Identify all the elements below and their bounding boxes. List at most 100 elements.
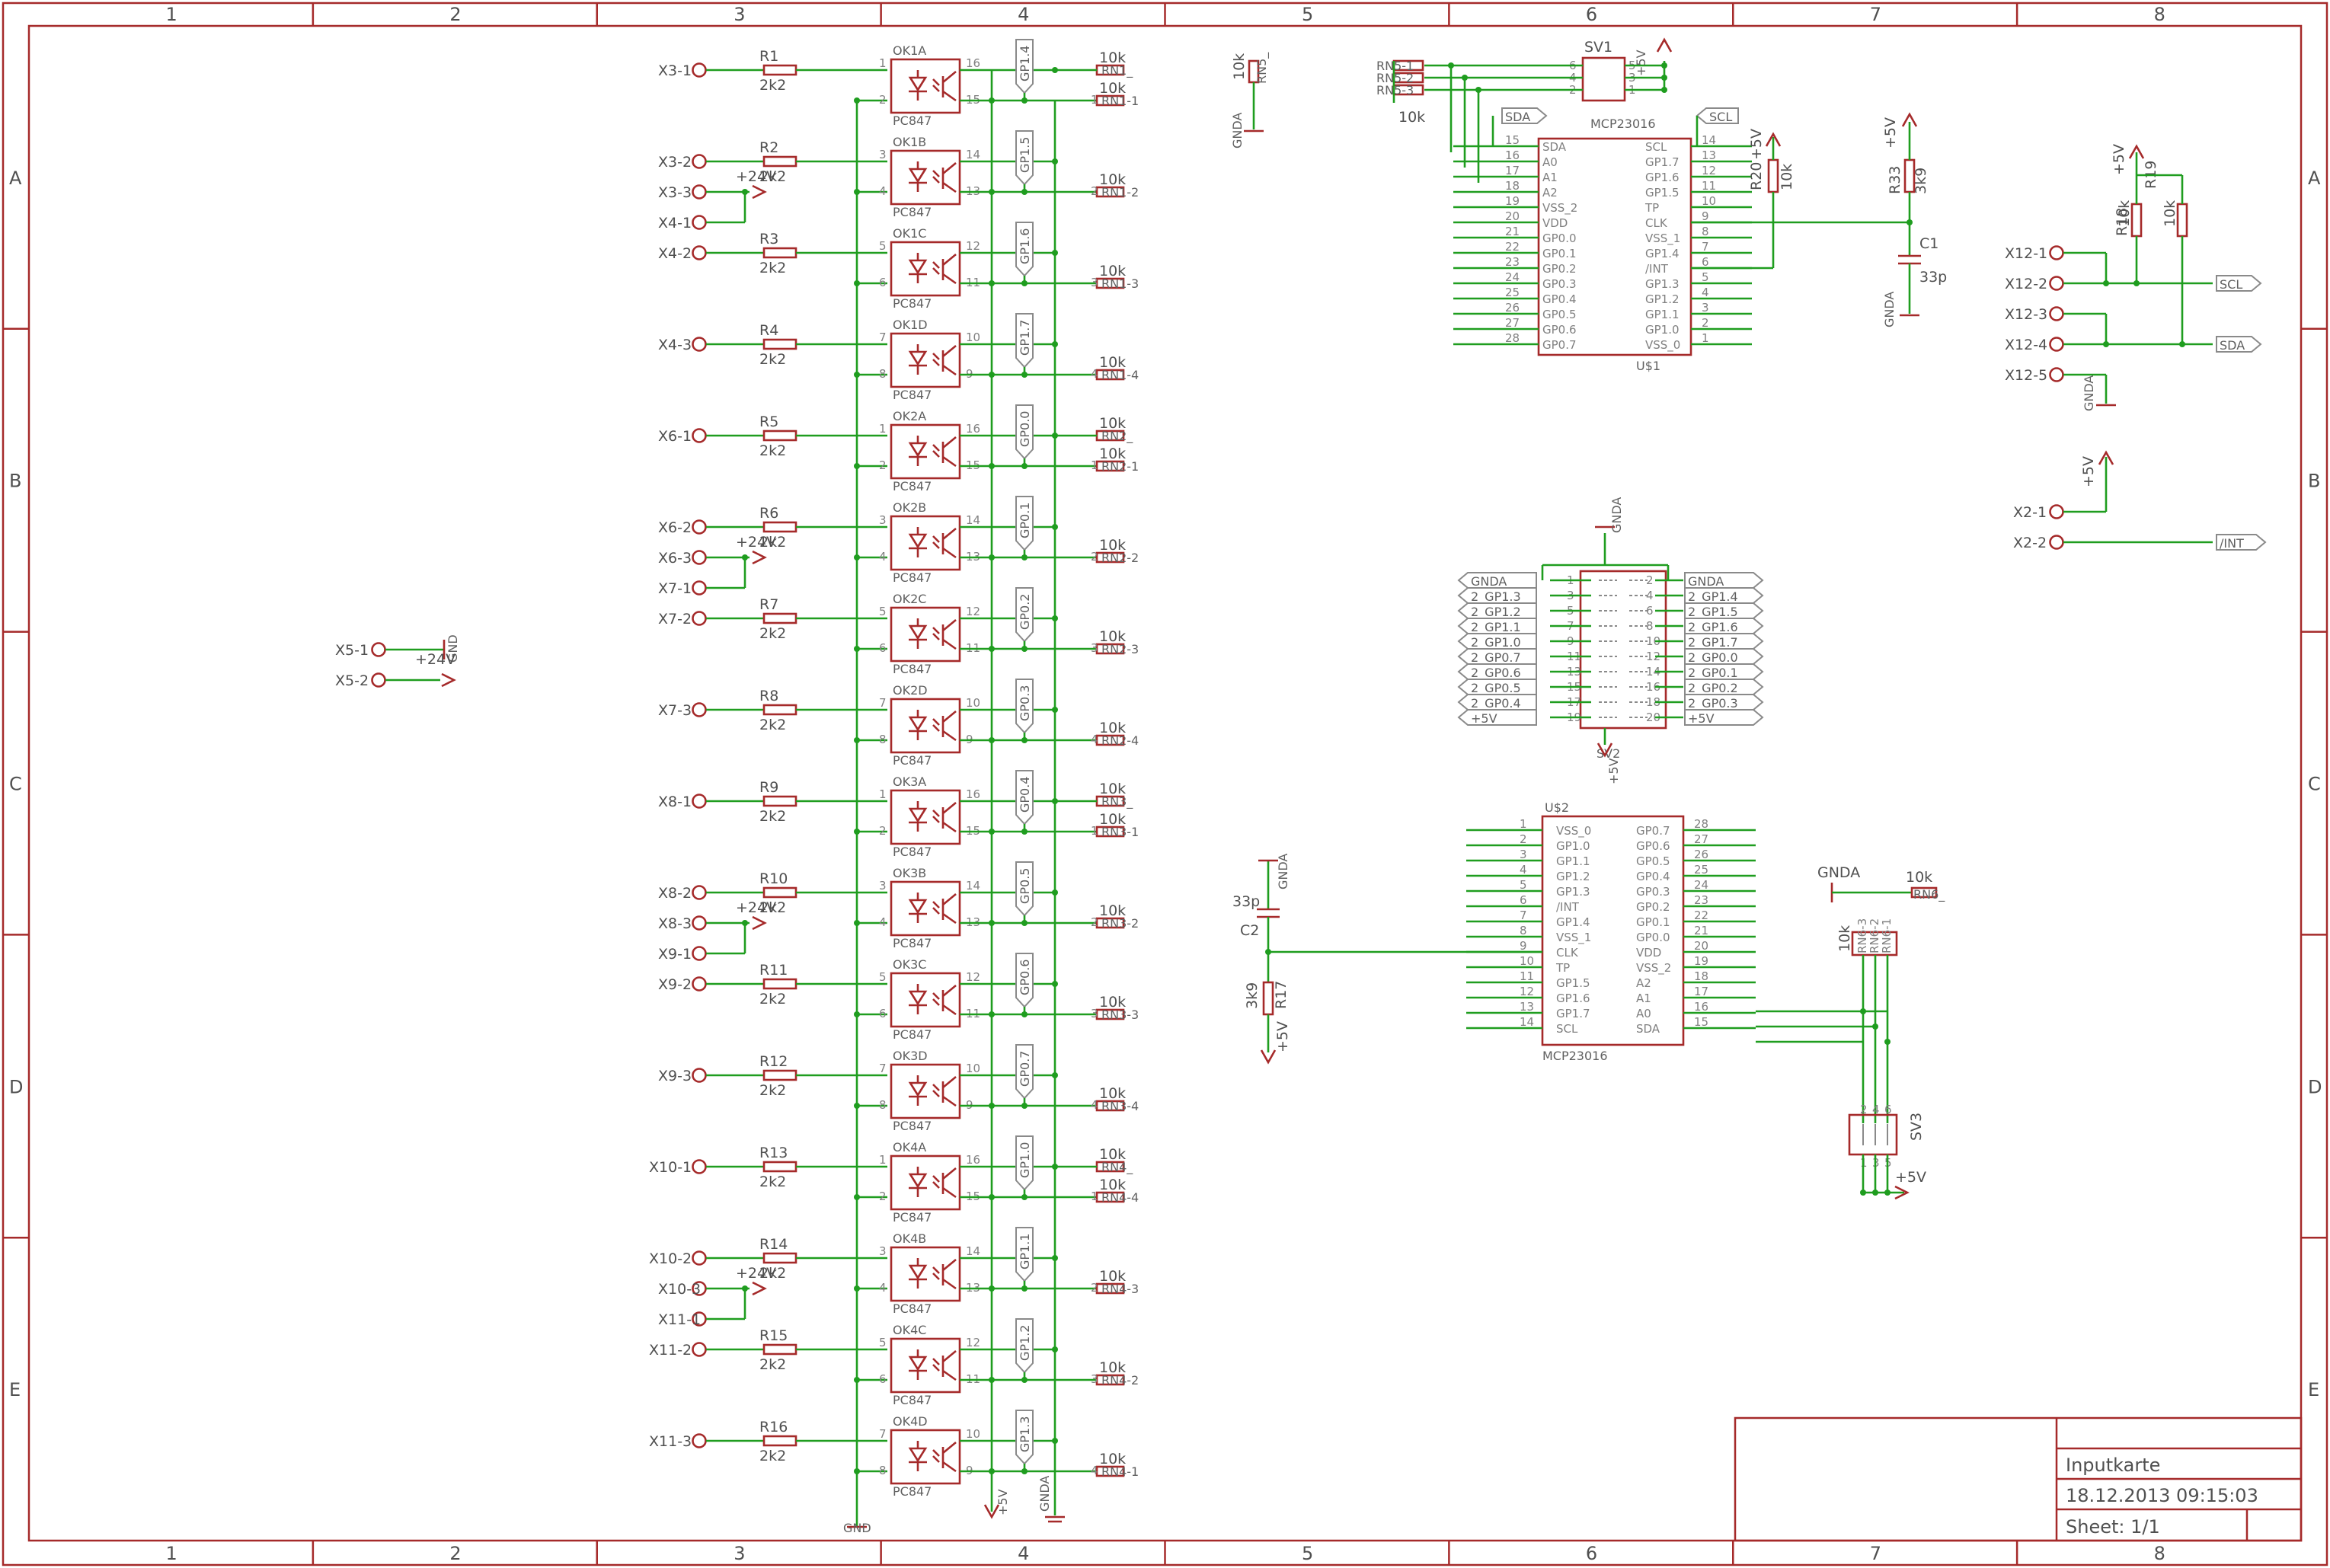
- pin-number: 5: [879, 605, 887, 618]
- rn-value: 10k: [1099, 1359, 1126, 1376]
- pin-number: 1: [1091, 93, 1098, 107]
- phototransistor-emitter: [942, 638, 957, 650]
- optocoupler-type: PC847: [893, 1484, 932, 1499]
- rn-value: 10k: [1231, 53, 1248, 80]
- title-text: Inputkarte: [2066, 1455, 2160, 1476]
- optocoupler-ref: OK3D: [893, 1049, 928, 1063]
- net-flag-label: 2_GP0.4: [1471, 696, 1521, 711]
- pin-number: 12: [966, 1336, 980, 1349]
- terminal-label: X9-2: [658, 976, 692, 993]
- zone-column-label: 8: [2154, 1543, 2165, 1564]
- terminal-label: X8-1: [658, 794, 692, 810]
- terminal-pad: [692, 1068, 707, 1083]
- pin-number: 1: [879, 56, 887, 70]
- optocoupler-body: [890, 1429, 961, 1485]
- p5v-bus-label: +5V: [996, 1489, 1010, 1515]
- pin-number: 2: [879, 93, 887, 107]
- supply-arrow-icon: [1260, 1049, 1277, 1065]
- junction-dot: [989, 554, 995, 560]
- pin-number: 3: [1091, 1007, 1098, 1020]
- pin-number: 7: [879, 1062, 887, 1075]
- pin-number: 26: [1505, 301, 1520, 315]
- gp-net-flag: [1015, 404, 1034, 460]
- sv2-left-flag: [1457, 587, 1537, 604]
- sv2-left-flag: [1457, 679, 1537, 695]
- rn-value: 10k: [1099, 1177, 1126, 1193]
- supply-arrow-icon: [2098, 450, 2114, 465]
- pin-number: 1: [1702, 331, 1709, 345]
- zone-column-label: 1: [165, 4, 177, 25]
- terminal-label: X8-3: [658, 915, 692, 932]
- zone-row-label: B: [9, 471, 21, 492]
- pin-number: 5: [879, 1336, 887, 1349]
- light-ray: [932, 633, 940, 640]
- resistor-ref: R14: [759, 1236, 788, 1253]
- optocoupler-body: [890, 58, 961, 114]
- resistor-body: [1095, 1465, 1125, 1477]
- sv1-ref: SV1: [1584, 39, 1612, 56]
- gp-net-flag: [1015, 1410, 1034, 1465]
- terminal-pad: [692, 1250, 707, 1266]
- sv2-right-flag: [1684, 648, 1764, 665]
- rn-ref: RN1-3: [1101, 276, 1139, 291]
- junction-dot: [854, 1194, 860, 1200]
- junction-dot: [1052, 707, 1058, 713]
- rn-ref: RN4_: [1101, 1160, 1133, 1175]
- pin-number: 2: [1091, 550, 1098, 564]
- pin-number: 2: [1091, 1281, 1098, 1295]
- terminal-label: X5-2: [335, 672, 369, 689]
- rn-ref: RN3-4: [1101, 1099, 1139, 1113]
- junction-dot: [1052, 1255, 1058, 1261]
- phototransistor-collector: [942, 1167, 957, 1180]
- rn-value: 10k: [1099, 994, 1126, 1011]
- junction-dot: [1021, 280, 1028, 286]
- pin-name: GP1.5: [1645, 186, 1680, 200]
- terminal-label: X12-2: [2005, 276, 2047, 292]
- pin-number: 1: [1091, 1190, 1098, 1203]
- junction-dot: [854, 737, 860, 743]
- rn-value: 10k: [1906, 869, 1932, 886]
- pin-name: GP0.3: [1542, 277, 1577, 291]
- pin-number: 4: [1872, 1103, 1880, 1116]
- pin-number: 14: [966, 513, 980, 527]
- pin-name: GP0.6: [1542, 323, 1577, 337]
- light-ray: [932, 1358, 940, 1365]
- pin-name: GP0.0: [1636, 931, 1670, 944]
- rn-value: 10k: [1099, 171, 1126, 188]
- pin-number: 12: [966, 605, 980, 618]
- pin-number: 1: [879, 422, 887, 436]
- junction-dot: [1021, 1377, 1028, 1383]
- pin-name: A2: [1636, 976, 1651, 990]
- pin-number: 15: [1694, 1015, 1708, 1029]
- terminal-label: X12-1: [2005, 245, 2047, 262]
- supply-label: +5V: [2111, 144, 2127, 175]
- supply-arrow-icon: [983, 1504, 1000, 1519]
- led-icon: [908, 899, 928, 915]
- pin-number: 9: [1520, 939, 1527, 953]
- terminal-label: X6-1: [658, 428, 692, 445]
- pin-number: 28: [1505, 331, 1520, 345]
- terminal-pad: [692, 611, 707, 626]
- resistor-body: [1767, 158, 1779, 193]
- optocoupler-type: PC847: [893, 845, 932, 859]
- pin-name: VSS_0: [1556, 824, 1591, 838]
- gp-net-label: GP0.0: [1018, 411, 1032, 448]
- light-ray: [932, 170, 940, 177]
- resistor-value: 2k2: [759, 351, 786, 368]
- resistor-body: [2176, 203, 2188, 238]
- terminal-label: X3-1: [658, 62, 692, 79]
- rn-ref: RN4-2: [1101, 1373, 1139, 1388]
- optocoupler-body: [890, 515, 961, 571]
- resistor-body: [1095, 1191, 1125, 1203]
- led-icon: [908, 350, 928, 366]
- sv2-right-flag: [1684, 709, 1764, 726]
- zone-column-label: 7: [1870, 4, 1881, 25]
- rn-ref: RN6-2: [1868, 918, 1881, 953]
- pin-number: 16: [1505, 148, 1520, 162]
- pin-number: 10: [1702, 194, 1716, 208]
- pin-number: 4: [1520, 863, 1527, 877]
